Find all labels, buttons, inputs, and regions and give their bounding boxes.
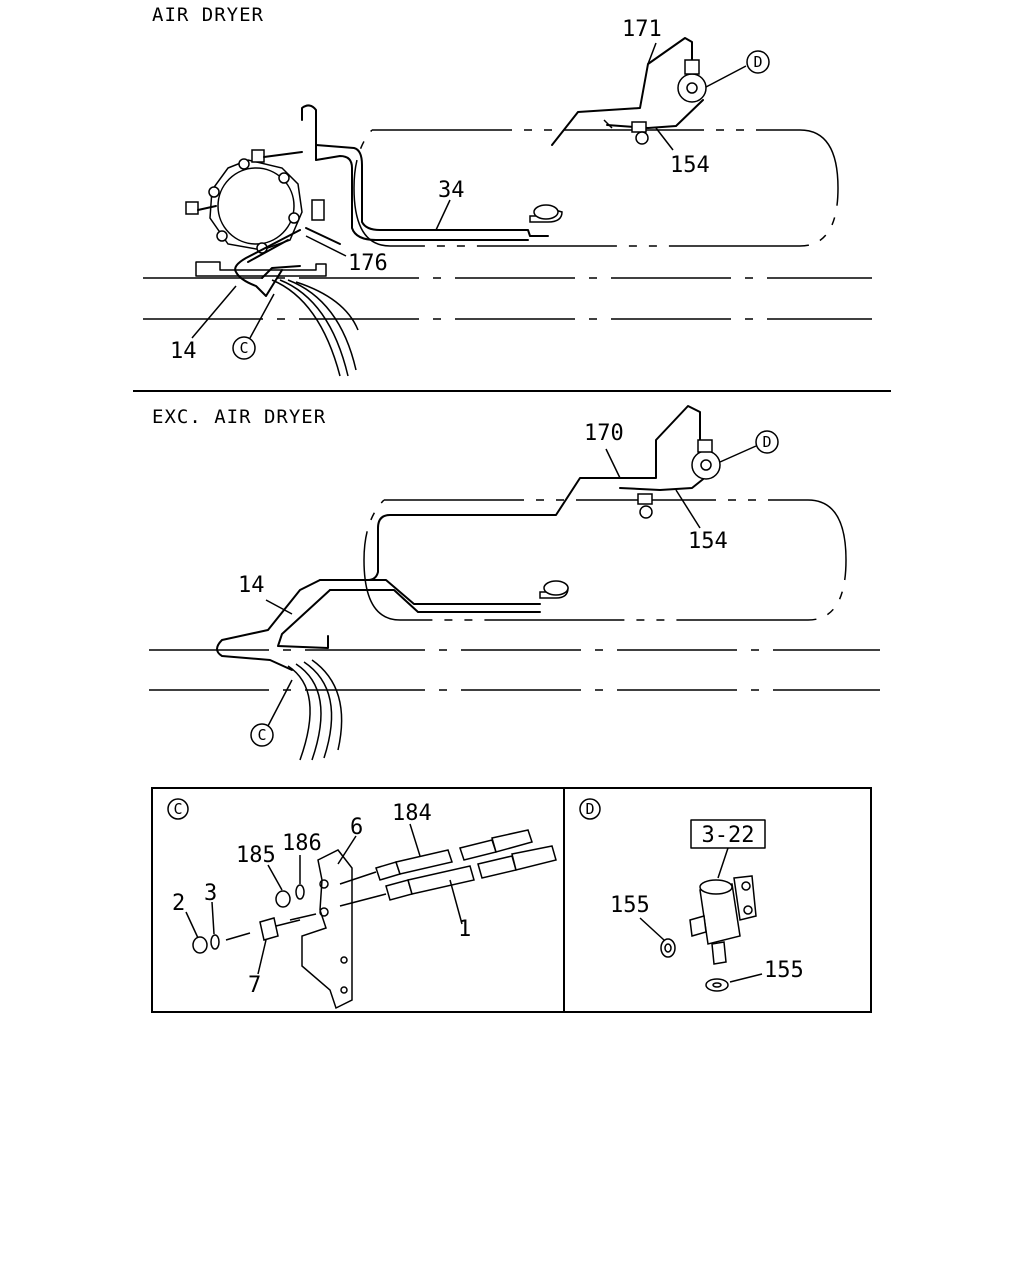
- part-label-14-mid: 14: [238, 573, 265, 598]
- washer-155-a: [660, 938, 676, 958]
- part-label-171: 171: [622, 17, 662, 42]
- pipe-34: [315, 144, 549, 237]
- part-label-154-top: 154: [670, 153, 710, 178]
- callout-c-mid-icon: C: [250, 723, 274, 747]
- fitting-d-mid: [691, 450, 721, 480]
- part-label-3: 3: [204, 881, 217, 906]
- fitting-d-top: [677, 73, 707, 103]
- part-label-186: 186: [282, 831, 322, 856]
- detail-d-heading-icon: D: [579, 798, 601, 820]
- pipe-171: [551, 37, 693, 146]
- hose-mid-1: [287, 665, 311, 761]
- detail-c-panel: C 184: [151, 787, 565, 1013]
- washer-3: [210, 934, 220, 950]
- reference-label-3-22: 3-22: [702, 823, 755, 848]
- nut-2: [192, 936, 208, 954]
- svg-text:C: C: [239, 339, 248, 357]
- pipe-1: [407, 865, 475, 895]
- section-title-air-dryer: AIR DRYER: [152, 4, 264, 26]
- air-tank-outline-2: [363, 499, 847, 621]
- pipe-184: [395, 849, 453, 875]
- detail-d-panel: D 3-22 155 155: [563, 787, 872, 1013]
- air-dryer-unit: [185, 149, 325, 254]
- section-air-dryer: AIR DRYER: [143, 4, 872, 377]
- washer-155-b: [705, 978, 729, 992]
- part-label-184: 184: [392, 801, 432, 826]
- part-label-154-mid: 154: [688, 529, 728, 554]
- drain-valve-top: [635, 131, 649, 145]
- svg-text:D: D: [753, 53, 762, 71]
- pipe-170-branch: [619, 471, 713, 491]
- svg-text:D: D: [762, 433, 771, 451]
- washer-186: [295, 884, 305, 900]
- bracket-top: [195, 261, 327, 277]
- part-label-34: 34: [438, 178, 465, 203]
- part-label-155-a: 155: [610, 893, 650, 918]
- pipe-171-branch: [606, 99, 704, 129]
- bracket-6: [301, 849, 353, 1010]
- air-tank-outline: [353, 129, 839, 247]
- part-label-170: 170: [584, 421, 624, 446]
- callout-c-top-icon: C: [232, 336, 256, 360]
- part-label-1: 1: [458, 917, 471, 942]
- part-label-14-top: 14: [170, 339, 197, 364]
- part-label-6: 6: [350, 815, 363, 840]
- callout-d-top-icon: D: [746, 50, 770, 74]
- bolt-7: [259, 917, 279, 941]
- callout-d-mid-icon: D: [755, 430, 779, 454]
- svg-text:C: C: [257, 726, 266, 744]
- drain-valve-mid: [639, 505, 653, 519]
- detail-c-heading-icon: C: [167, 798, 189, 820]
- pipe-dryer-riser: [301, 104, 317, 161]
- section-exc-air-dryer: EXC. AIR DRYER 170: [149, 405, 880, 761]
- svg-text:C: C: [173, 800, 182, 818]
- part-label-155-b: 155: [764, 958, 804, 983]
- part-label-2: 2: [172, 891, 185, 916]
- section-title-exc-air-dryer: EXC. AIR DRYER: [152, 406, 326, 428]
- pipe-14-mid: [216, 579, 321, 671]
- part-label-7: 7: [248, 973, 261, 998]
- svg-text:D: D: [585, 800, 594, 818]
- fitting-assembly: [689, 875, 757, 965]
- part-label-176: 176: [348, 251, 388, 276]
- pipe-14-top: [234, 229, 301, 297]
- hose-top-1: [271, 279, 341, 377]
- pipe-170: [389, 405, 701, 516]
- pipe-to-elbow: [319, 579, 541, 605]
- part-label-185: 185: [236, 843, 276, 868]
- nut-185: [275, 890, 291, 908]
